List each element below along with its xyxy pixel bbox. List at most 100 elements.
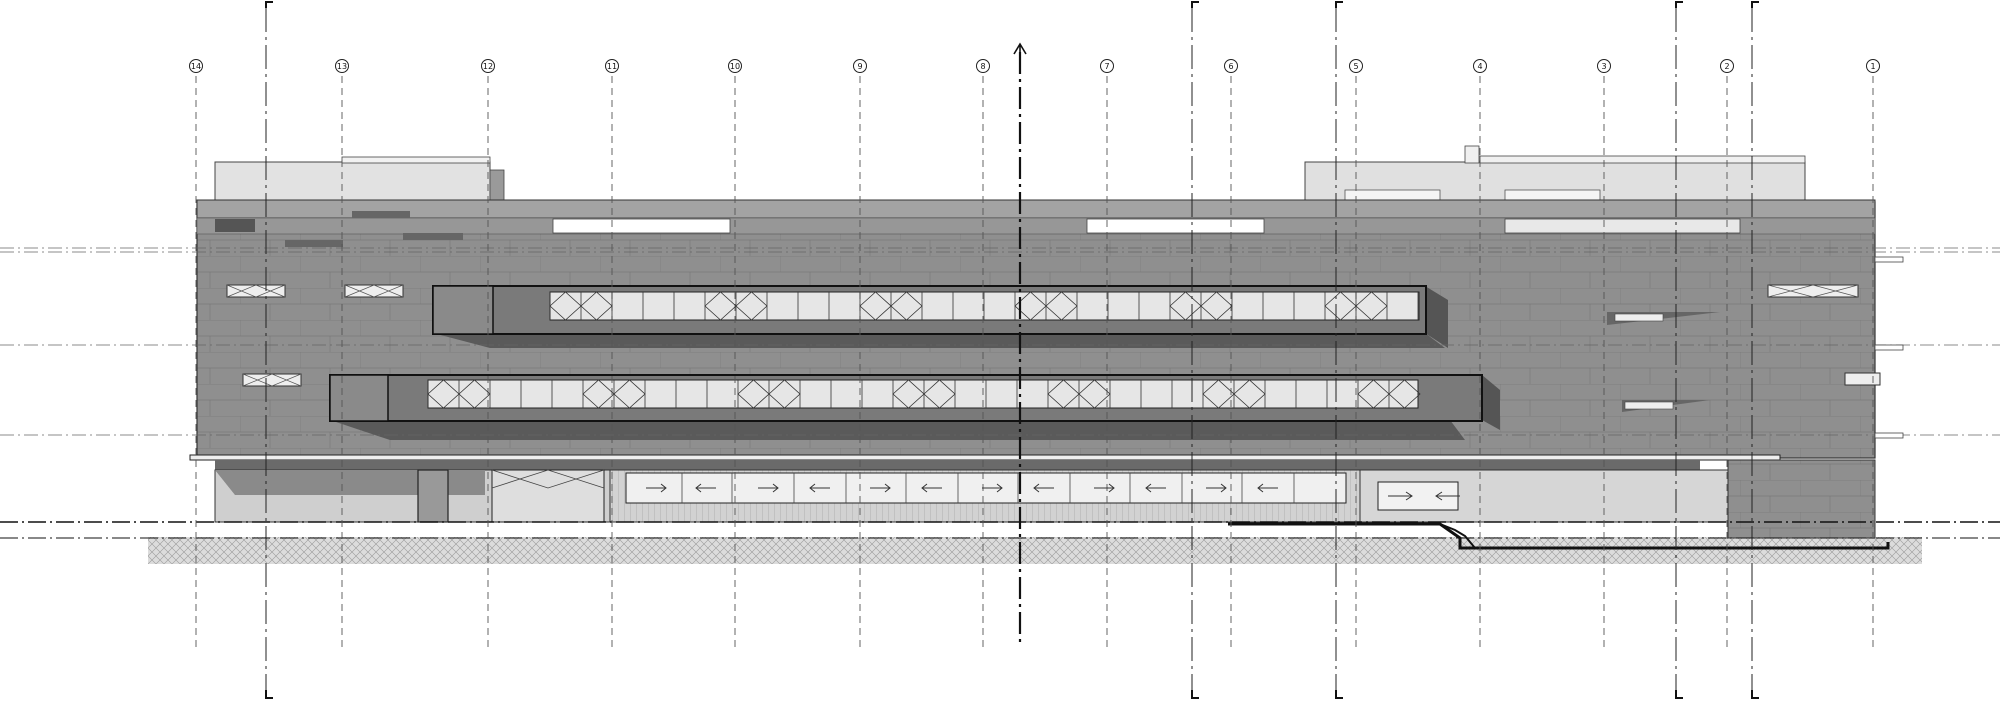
grid-bubble-7 bbox=[1100, 59, 1114, 73]
diamond-pane bbox=[1388, 379, 1421, 409]
arrow-left-icon bbox=[1145, 483, 1166, 493]
section-cut-head bbox=[1675, 1, 1683, 8]
dark-panel bbox=[352, 211, 410, 218]
window-mullions bbox=[427, 291, 1421, 409]
ramp-steps bbox=[1439, 523, 1476, 549]
arrow-left-icon bbox=[1435, 491, 1460, 501]
dark-panel bbox=[403, 233, 463, 240]
grid-label: 6 bbox=[1228, 62, 1233, 71]
arrow-left-icon bbox=[921, 483, 942, 493]
grid-label: 10 bbox=[730, 62, 740, 71]
level-stubs bbox=[1874, 256, 1904, 439]
grid-bubble-2 bbox=[1720, 59, 1734, 73]
penthouse-right-cap bbox=[1479, 155, 1806, 164]
grid-label: 8 bbox=[980, 62, 985, 71]
grid-label: 13 bbox=[337, 62, 347, 71]
diamond-pane bbox=[1355, 291, 1388, 321]
ribbon-end-panel bbox=[432, 285, 494, 335]
level-lines bbox=[0, 247, 2000, 436]
roof-opening bbox=[1504, 218, 1741, 234]
ledge-window bbox=[1614, 313, 1664, 322]
canopy bbox=[189, 454, 1781, 461]
section-cut-head bbox=[1191, 1, 1199, 8]
section-cut-head bbox=[1751, 1, 1759, 8]
section-cut-head bbox=[265, 1, 273, 8]
ribbon-side-shadow bbox=[1425, 286, 1448, 348]
diamond-pane bbox=[1200, 291, 1233, 321]
grid-label: 5 bbox=[1353, 62, 1358, 71]
section-cut-tail bbox=[1675, 690, 1683, 699]
penthouse-left-cap bbox=[341, 156, 491, 164]
grid-label: 12 bbox=[483, 62, 493, 71]
grid-label: 9 bbox=[857, 62, 862, 71]
grid-label: 4 bbox=[1477, 62, 1482, 71]
ledge-window bbox=[1624, 401, 1674, 410]
grid-label: 1 bbox=[1870, 62, 1875, 71]
arrow-right-icon bbox=[1206, 483, 1227, 493]
ribbon-end-panel bbox=[329, 374, 389, 422]
grid-bubble-8 bbox=[976, 59, 990, 73]
ribbon-shadow-lower bbox=[330, 420, 1465, 440]
ground-floor-right bbox=[1727, 459, 1876, 539]
section-cut-tail bbox=[1191, 690, 1199, 699]
roof-parapet bbox=[196, 199, 1876, 219]
roof-opening bbox=[552, 218, 731, 234]
roof-opening bbox=[1086, 218, 1265, 234]
grid-bubble-11 bbox=[605, 59, 619, 73]
diamond-pane bbox=[613, 379, 646, 409]
grid-label: 2 bbox=[1724, 62, 1729, 71]
ribbon-side-shadow bbox=[1482, 375, 1500, 430]
grid-label: 3 bbox=[1601, 62, 1606, 71]
ribbon-glass-upper bbox=[549, 291, 1420, 321]
arrow-left-icon bbox=[1033, 483, 1054, 493]
section-cut-tail bbox=[265, 690, 273, 699]
penthouse-right-chimney bbox=[1464, 145, 1480, 164]
diamond-pane bbox=[580, 291, 613, 321]
arrow-right-icon bbox=[870, 483, 891, 493]
grid-bubble-12 bbox=[481, 59, 495, 73]
diamond-pane bbox=[923, 379, 956, 409]
grid-bubble-3 bbox=[1597, 59, 1611, 73]
ribbon-glass-lower bbox=[427, 379, 1419, 409]
grid-label: 7 bbox=[1104, 62, 1109, 71]
grid-bubble-5 bbox=[1349, 59, 1363, 73]
diamond-pane bbox=[1078, 379, 1111, 409]
grid-bubbles: 14 13 12 11 10 9 8 7 6 5 4 3 2 1 bbox=[189, 59, 1880, 73]
arrow-right-icon bbox=[1094, 483, 1115, 493]
diamond-pane bbox=[890, 291, 923, 321]
penthouse-left-vent bbox=[489, 169, 505, 203]
section-cut-head bbox=[1335, 1, 1343, 8]
section-cut-tail bbox=[1751, 690, 1759, 699]
entrance-diamonds bbox=[491, 469, 605, 489]
ribbon-shadow-upper bbox=[433, 333, 1445, 348]
grid-label: 11 bbox=[607, 62, 617, 71]
arrow-right-icon bbox=[982, 483, 1003, 493]
diamond-pane bbox=[1045, 291, 1078, 321]
arrow-right-icon bbox=[758, 483, 779, 493]
arrow-right-icon bbox=[646, 483, 667, 493]
grid-bubble-1 bbox=[1866, 59, 1880, 73]
dark-panel bbox=[285, 240, 343, 247]
grid-bubble-4 bbox=[1473, 59, 1487, 73]
arrow-left-icon bbox=[695, 483, 716, 493]
grid-bubble-6 bbox=[1224, 59, 1238, 73]
canopy-shadow bbox=[215, 460, 1700, 470]
entrance-glazing-left bbox=[491, 469, 605, 523]
door-arrows bbox=[646, 473, 1460, 503]
dark-panel bbox=[215, 219, 255, 232]
diamond-pane bbox=[1233, 379, 1266, 409]
arrow-left-icon bbox=[1257, 483, 1278, 493]
grid-label: 14 bbox=[191, 62, 201, 71]
penthouse-left bbox=[214, 161, 491, 203]
section-cut-tail bbox=[1335, 690, 1343, 699]
ground-section bbox=[148, 537, 1922, 564]
diamond-pane bbox=[458, 379, 491, 409]
grid-bubble-13 bbox=[335, 59, 349, 73]
diamond-pane bbox=[768, 379, 801, 409]
arrow-left-icon bbox=[809, 483, 830, 493]
section-markers bbox=[265, 1, 1759, 699]
grid-bubble-10 bbox=[728, 59, 742, 73]
grid-bubble-9 bbox=[853, 59, 867, 73]
